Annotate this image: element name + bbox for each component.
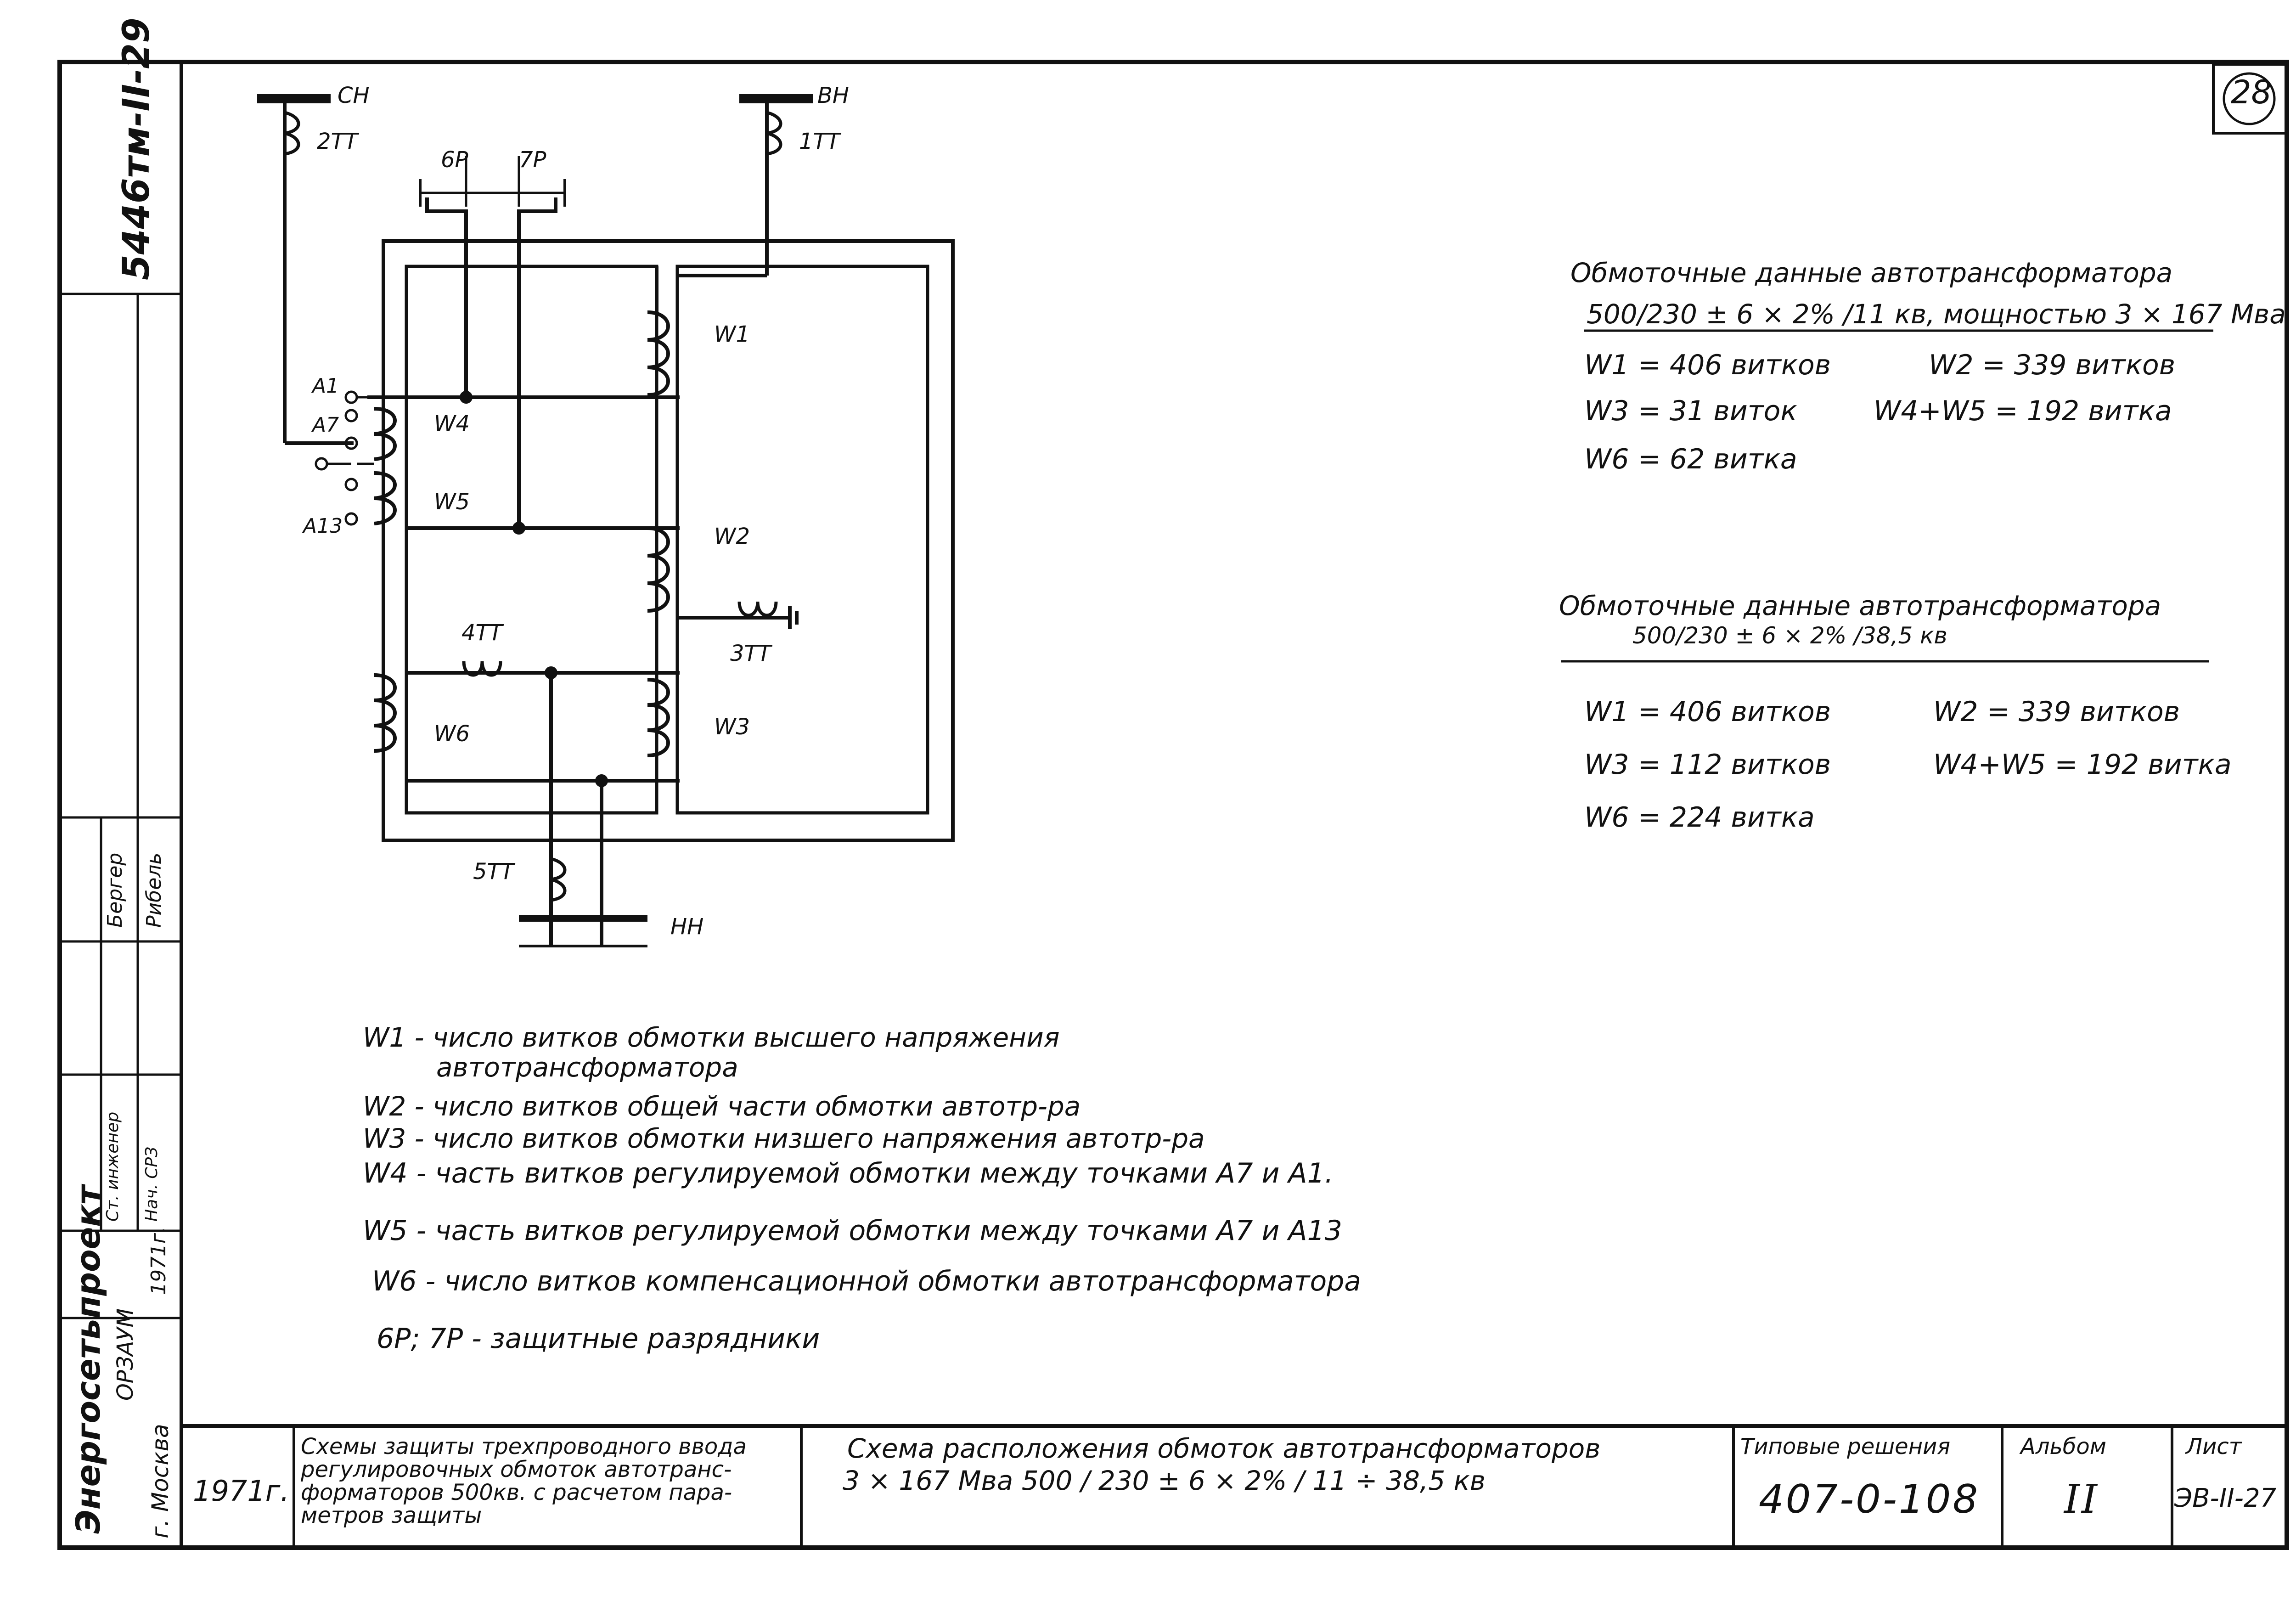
project-title-line: метров защиты (301, 1503, 482, 1528)
name-2: Рибель (142, 852, 166, 928)
data-block-1-w1: W1 = 406 витков (1584, 349, 1831, 381)
tap-a13-label: A13 (303, 514, 343, 538)
ct-1tt-label: 1ТТ (799, 129, 840, 154)
data-block-2-w2: W2 = 339 витков (1933, 696, 2180, 728)
legend-line: W1 - число витков обмотки высшего напряж… (363, 1022, 1060, 1053)
legend-line: W3 - число витков обмотки низшего напряж… (363, 1123, 1205, 1154)
data-block-2-w45: W4+W5 = 192 витка (1933, 749, 2232, 781)
org-dept: ОРЗАУМ (113, 1308, 138, 1401)
sheet-label: Лист (2186, 1434, 2242, 1459)
project-title-line: форматоров 500кв. с расчетом пара- (301, 1480, 732, 1505)
ct-2tt-label: 2ТТ (317, 129, 358, 154)
ct-5tt-label: 5ТТ (473, 859, 514, 885)
album-number: II (2064, 1476, 2099, 1522)
w1-label: W1 (714, 321, 750, 347)
project-title-line: Схемы защиты трехпроводного ввода (301, 1434, 747, 1459)
bus-ch-label: СН (338, 83, 370, 108)
album-label: Альбом (2020, 1434, 2106, 1459)
project-title-line: регулировочных обмоток автотранс- (301, 1457, 732, 1482)
city: г. Москва (147, 1424, 174, 1538)
data-block-2-title: Обмоточные данные автотрансформатора (1559, 590, 2161, 621)
tap-a7-label: A7 (312, 413, 339, 437)
sheet-code: ЭВ-II-27 (2174, 1483, 2277, 1513)
drawing-title-line-2: 3 × 167 Мва 500 / 230 ± 6 × 2% / 11 ÷ 38… (843, 1465, 1486, 1496)
outer-frame (57, 60, 2289, 1550)
role-head: Нач. СРЗ (142, 1146, 161, 1222)
data-block-2-w6: W6 = 224 витка (1584, 801, 1815, 834)
w2-label: W2 (714, 524, 750, 549)
core-window-left (405, 265, 658, 815)
ct-4tt-label: 4ТТ (461, 620, 503, 646)
arrester-6p-label: 6Р (441, 147, 468, 173)
legend-line: W5 - часть витков регулируемой обмотки м… (363, 1215, 1342, 1247)
tap-a1-label: A1 (312, 374, 339, 398)
org-name: Энергосетьпроект (69, 1185, 107, 1534)
legend-line: 6Р; 7Р - защитные разрядники (377, 1323, 820, 1355)
data-block-2-subtitle: 500/230 ± 6 × 2% /38,5 кв (1632, 622, 1947, 649)
data-block-1-title: Обмоточные данные автотрансформатора (1570, 257, 2173, 288)
name-1: Бергер (103, 852, 127, 928)
data-block-2-w1: W1 = 406 витков (1584, 696, 1831, 728)
data-block-1-w45: W4+W5 = 192 витка (1874, 395, 2172, 427)
core-outer (382, 239, 955, 842)
ct-3tt-label: 3ТТ (730, 641, 771, 666)
typical-number: 407-0-108 (1759, 1476, 1980, 1522)
drawing-title-line-1: Схема расположения обмоток автотрансформ… (847, 1433, 1601, 1464)
data-block-2-w3: W3 = 112 витков (1584, 749, 1831, 781)
legend-line: W2 - число витков общей части обмотки ав… (363, 1091, 1081, 1122)
title-block-year: 1971г. (193, 1474, 290, 1508)
side-code: 5446тм-II-29 (115, 17, 158, 280)
arrester-7p-label: 7Р (519, 147, 546, 173)
data-block-1-subtitle: 500/230 ± 6 × 2% /11 кв, мощностью 3 × 1… (1587, 299, 2286, 330)
sheet-number: 28 (2231, 73, 2272, 111)
data-block-1-w2: W2 = 339 витков (1929, 349, 2176, 381)
bus-vn-label: ВН (817, 83, 850, 108)
data-block-1-w3: W3 = 31 виток (1584, 395, 1797, 427)
core-window-right (675, 265, 929, 815)
w5-label: W5 (434, 489, 470, 515)
data-block-1-w6: W6 = 62 витка (1584, 443, 1797, 475)
side-year: 1971г. (147, 1226, 170, 1295)
w4-label: W4 (434, 411, 470, 437)
role-senior-engineer: Ст. инженер (103, 1111, 122, 1222)
typical-label: Типовые решения (1740, 1434, 1951, 1459)
legend-line: W4 - часть витков регулируемой обмотки м… (363, 1157, 1334, 1189)
w3-label: W3 (714, 714, 750, 740)
legend-line: W6 - число витков компенсационной обмотк… (372, 1265, 1362, 1297)
w6-label: W6 (434, 721, 470, 747)
legend-line: автотрансформатора (436, 1052, 738, 1083)
bus-nn-label: НН (670, 914, 704, 940)
